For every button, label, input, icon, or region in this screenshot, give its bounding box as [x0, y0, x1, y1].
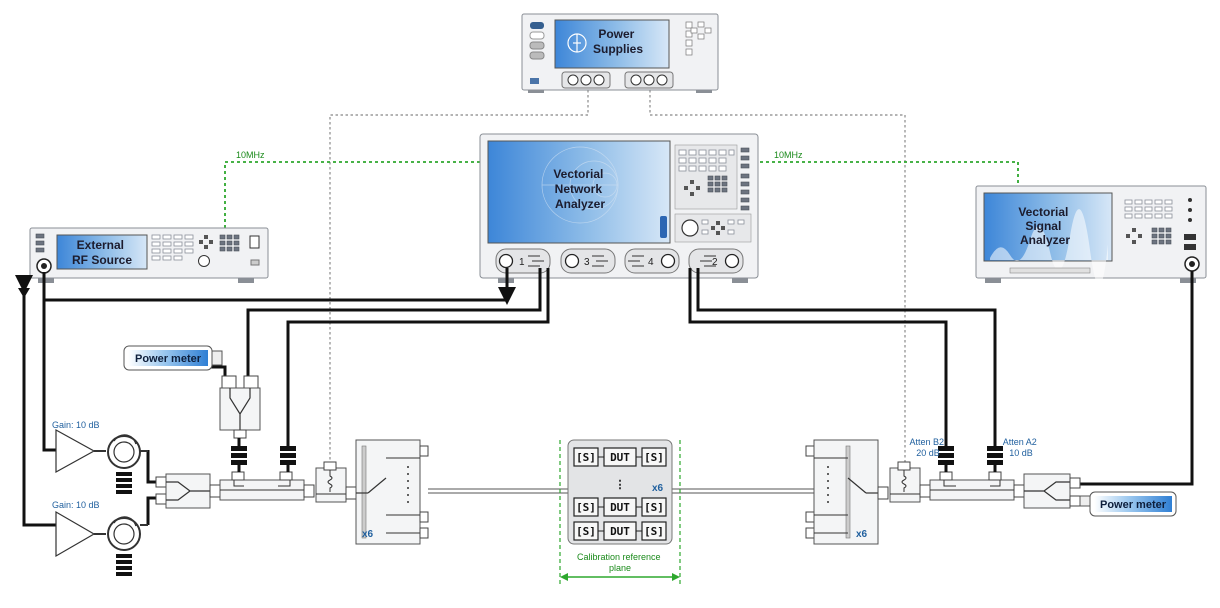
dut-s-2: [S]: [644, 451, 664, 464]
bias-tee-right: [877, 461, 931, 503]
ref-label-right: 10MHz: [774, 150, 803, 160]
coupler-right: [929, 446, 1025, 501]
power-meter-right[interactable]: Power meter: [1089, 491, 1177, 517]
dut-label-2: DUT: [610, 501, 630, 514]
power-splitter-right: [1023, 473, 1093, 509]
vna-title: Vectorial Network Analyzer: [553, 167, 606, 211]
atten-a2-label: Atten A2 10 dB: [1003, 437, 1040, 458]
power-meter-right-label: Power meter: [1100, 499, 1167, 511]
coupler-left: [219, 438, 305, 501]
dut-s-5: [S]: [576, 525, 596, 538]
power-meter-left-label: Power meter: [135, 353, 202, 365]
dut-s-6: [S]: [644, 525, 664, 538]
rf-source-instrument[interactable]: External RF Source: [29, 227, 269, 283]
vna-port-4: 4: [648, 257, 654, 268]
calibration-label: Calibration reference plane: [577, 552, 663, 573]
power-meter-left[interactable]: Power meter: [123, 345, 223, 371]
rf-source-title: External RF Source: [72, 238, 132, 267]
switch-matrix-left: [355, 439, 429, 545]
power-supplies-instrument[interactable]: Power Supplies: [521, 13, 719, 93]
vna-instrument[interactable]: 1 3 4 2 Vectorial Network Analyzer: [479, 133, 759, 283]
ref-label-left: 10MHz: [236, 150, 265, 160]
vsa-instrument[interactable]: Vectorial Signal Analyzer: [975, 185, 1207, 286]
reference-clock-lines: [224, 161, 1019, 228]
power-splitter-left: [219, 375, 261, 439]
dut-s-1: [S]: [576, 451, 596, 464]
power-supplies-title: Power Supplies: [593, 27, 643, 56]
amp-top-gain: Gain: 10 dB: [52, 420, 100, 430]
dut-ellipsis: ⋮: [615, 478, 626, 491]
atten-b2-label: Atten B2 20 dB: [909, 437, 946, 458]
combiner-left: [155, 473, 221, 509]
dut-multiplier: x6: [652, 483, 664, 494]
amp-bottom-gain: Gain: 10 dB: [52, 500, 100, 510]
vna-port-3: 3: [584, 257, 590, 268]
bias-tee-left: [303, 461, 357, 503]
switch-right-multiplier: x6: [856, 529, 868, 540]
vna-port-1: 1: [519, 257, 525, 268]
vna-port-2: 2: [712, 257, 718, 268]
vsa-title: Vectorial Signal Analyzer: [1018, 205, 1071, 247]
dut-label-3: DUT: [610, 525, 630, 538]
calibration-plane: [559, 440, 681, 584]
dut-s-3: [S]: [576, 501, 596, 514]
dut-s-4: [S]: [644, 501, 664, 514]
switch-left-multiplier: x6: [362, 529, 374, 540]
dut-label-1: DUT: [610, 451, 630, 464]
switch-matrix-right: [805, 439, 879, 545]
power-supply-lines: [329, 90, 906, 468]
arrow-down-icon: [18, 288, 30, 298]
amplifier-bottom: [55, 510, 148, 576]
dut-array: [S] DUT [S] ⋮ x6 [S] DUT [S] [S] DUT [S]: [567, 439, 673, 545]
transmission-lines: [428, 488, 814, 494]
coax-cables: [22, 268, 1194, 527]
amplifier-top: [55, 428, 148, 494]
